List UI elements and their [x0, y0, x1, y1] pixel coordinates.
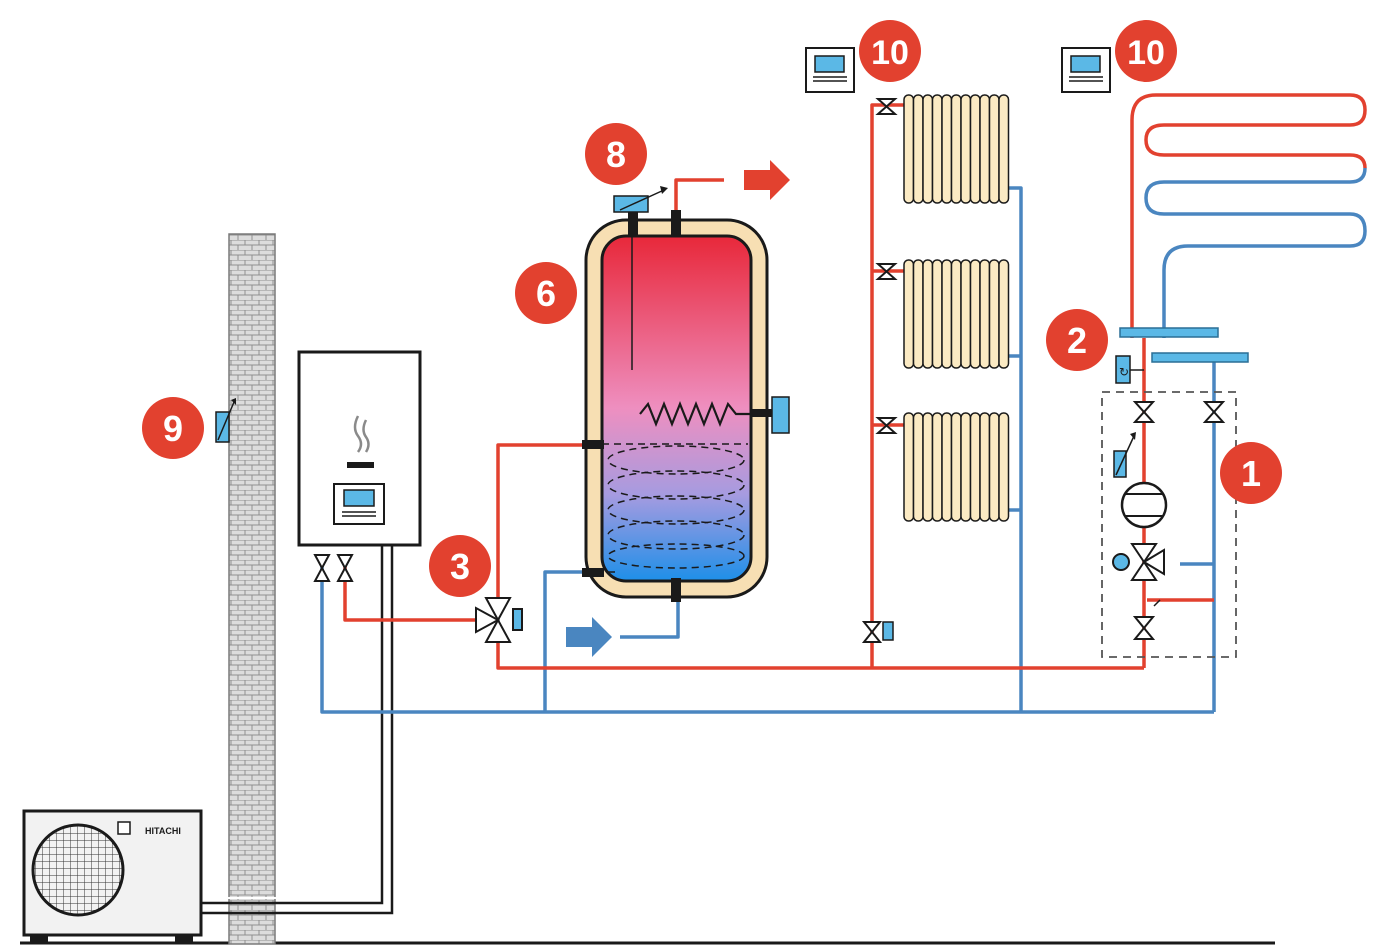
svg-text:9: 9 — [163, 408, 183, 449]
brand-label: HITACHI — [145, 826, 181, 836]
hot-water-tank — [582, 210, 790, 602]
brick-wall — [228, 233, 276, 945]
valve-icon — [875, 98, 898, 115]
valve-icon — [336, 554, 354, 582]
radiator — [903, 412, 1010, 522]
temperature-sensor-icon — [1113, 450, 1127, 478]
tank-sensor-icon — [613, 186, 668, 213]
radiators — [903, 94, 1010, 522]
cold-water-in-arrow-icon — [566, 617, 612, 657]
svg-text:6: 6 — [536, 273, 556, 314]
sensor-icon — [882, 621, 894, 641]
heating-coil — [602, 443, 748, 573]
electric-heater-icon — [639, 401, 752, 427]
valve-icon — [1132, 616, 1156, 640]
hot-pipes — [343, 93, 1367, 670]
room-thermostat-icon — [1061, 47, 1111, 93]
marker-9: 9 — [142, 397, 204, 459]
valve-icon — [875, 417, 898, 434]
svg-text:2: 2 — [1067, 320, 1087, 361]
diverter-valve-icon — [475, 597, 523, 643]
fan-grille-icon — [31, 823, 125, 917]
refrigerant-lines — [200, 545, 394, 915]
svg-text:10: 10 — [871, 34, 909, 72]
hydraulic-module-outline — [1101, 391, 1237, 658]
three-way-valve-icon — [1112, 543, 1165, 581]
flame-icon — [353, 415, 370, 453]
room-thermostat-icon — [805, 47, 855, 93]
marker-10-floor: 10 — [1115, 20, 1177, 82]
outdoor-sensor-icon — [215, 398, 236, 443]
marker-6: 6 — [515, 262, 577, 324]
valve-icon — [861, 621, 883, 643]
valves — [313, 98, 1226, 643]
valve-icon — [313, 554, 331, 582]
marker-3: 3 — [429, 535, 491, 597]
valve-icon — [1132, 401, 1156, 423]
radiator — [903, 259, 1010, 369]
valve-icon — [1202, 401, 1226, 423]
hot-water-out-arrow-icon — [744, 160, 790, 200]
svg-text:8: 8 — [606, 134, 626, 175]
marker-8: 8 — [585, 123, 647, 185]
radiator — [903, 94, 1010, 204]
svg-text:1: 1 — [1241, 453, 1261, 494]
svg-text:10: 10 — [1127, 34, 1165, 72]
marker-2: 2 — [1046, 309, 1108, 371]
marker-10-radiators: 10 — [859, 20, 921, 82]
thermostat-icon — [333, 483, 385, 525]
valve-icon — [875, 263, 898, 280]
marker-1: 1 — [1220, 442, 1282, 504]
svg-text:3: 3 — [450, 546, 470, 587]
svg-text:↻: ↻ — [1119, 365, 1129, 379]
indoor-unit — [297, 350, 422, 547]
pump-icon — [1120, 481, 1168, 529]
floor-heating-manifold — [1119, 327, 1249, 363]
outdoor-heat-pump-unit: HITACHI — [22, 809, 203, 943]
